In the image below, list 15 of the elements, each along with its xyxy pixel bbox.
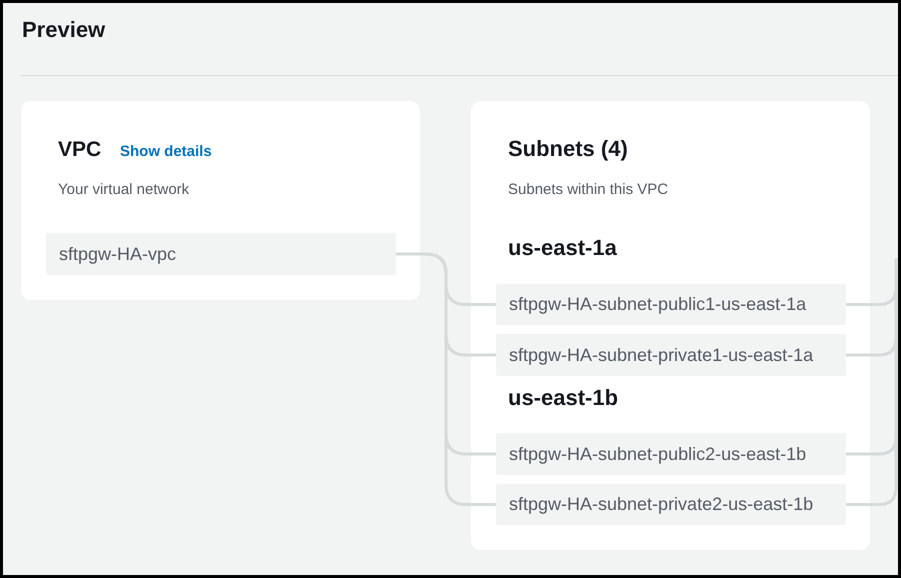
card-title: Subnets (4) <box>508 136 628 162</box>
resource-item: sftpgw-HA-subnet-public2-us-east-1b <box>496 433 846 475</box>
show-details-link: Show details <box>120 143 212 161</box>
resource-item: sftpgw-HA-subnet-private1-us-east-1a <box>496 334 846 376</box>
resource-item: sftpgw-HA-subnet-private2-us-east-1b <box>496 484 846 525</box>
zone-heading: us-east-1b <box>508 385 618 411</box>
resource-item: sftpgw-HA-vpc <box>46 233 396 275</box>
card <box>21 101 420 300</box>
card-title: VPC <box>58 137 102 163</box>
card-description: Your virtual network <box>58 181 190 199</box>
panel-heading: Preview <box>22 16 106 44</box>
zone-heading: us-east-1a <box>508 235 617 261</box>
card-description: Subnets within this VPC <box>508 181 668 199</box>
resource-item: sftpgw-HA-subnet-public1-us-east-1a <box>496 284 846 325</box>
card <box>471 101 870 550</box>
